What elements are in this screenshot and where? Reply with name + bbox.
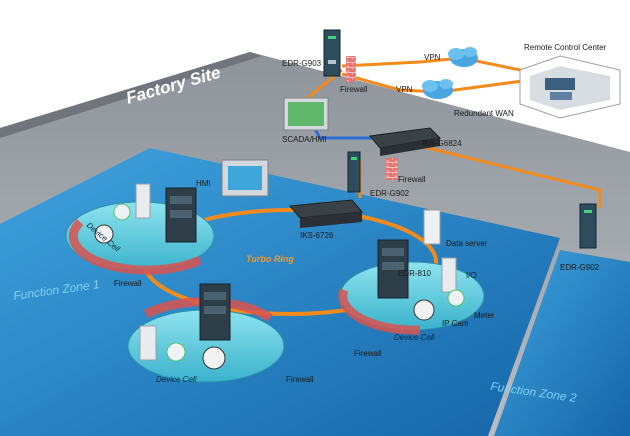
iks-g6824-icon (369, 127, 442, 156)
iks-6726-icon (289, 199, 363, 228)
cell-left-io-icon (135, 183, 151, 219)
vpn-cloud-1-icon (448, 47, 478, 67)
top-firewall-label: Firewall (340, 85, 368, 94)
hmi-icon (221, 159, 269, 197)
floor-edge (0, 52, 262, 138)
hmi-label: HMI (196, 179, 211, 188)
ip-cam-icon (413, 299, 435, 321)
cell-right-label: Device Cell (394, 333, 435, 342)
edr-g902-right-icon (579, 203, 597, 249)
cell-left-meter-icon (113, 203, 131, 221)
wan-link-1 (341, 56, 531, 74)
scada-label: SCADA/HMI (282, 135, 326, 144)
center-firewall-icon (386, 158, 398, 180)
io-label: I/O (466, 271, 477, 280)
uplink-right (419, 144, 602, 208)
iks-g6824-label: IKS-G6824 (422, 139, 462, 148)
cell-right-firewall-label: Firewall (354, 349, 382, 358)
cell-left-camera-icon (94, 224, 114, 244)
redundant-wan-label: Redundant WAN (454, 109, 514, 118)
cell-left-firewall-label: Firewall (114, 279, 142, 288)
cell-bottom-firewall-label: Firewall (286, 375, 314, 384)
data-server-label: Data server (446, 239, 488, 248)
iks-6726-label: IKS-6726 (300, 231, 334, 240)
vpn-1-label: VPN (424, 53, 441, 62)
edr-g902-center-icon (347, 151, 361, 193)
meter-icon (447, 289, 465, 307)
meter-label: Meter (474, 311, 495, 320)
function-zone-2 (494, 250, 630, 436)
io-icon (441, 257, 457, 293)
top-firewall-icon (346, 56, 356, 82)
edr-g903-icon (323, 29, 341, 77)
edr-g903-label: EDR-G903 (282, 59, 322, 68)
cell-bottom-camera-icon (202, 346, 226, 370)
cell-bottom-io-icon (139, 325, 157, 361)
ip-cam-label: IP Cam (442, 319, 469, 328)
scada-hmi-icon (283, 97, 329, 131)
turbo-ring-label: Turbo Ring (246, 254, 294, 264)
edr-810-label: EDR-810 (398, 269, 431, 278)
remote-control-center-icon (519, 55, 621, 119)
cell-bottom-meter-icon (166, 342, 186, 362)
cell-right-firewall-icon (338, 288, 421, 335)
edr-g902-center-label: EDR-G902 (370, 189, 410, 198)
vpn-2-label: VPN (396, 85, 413, 94)
edr-g902-right-label: EDR-G902 (560, 263, 600, 272)
wan-link-2 (341, 72, 531, 94)
cell-left-switch-icon (165, 187, 197, 243)
cell-bottom-label: Device Cell (156, 375, 197, 384)
edr-810-icon (377, 239, 409, 299)
center-firewall-label: Firewall (398, 175, 426, 184)
cell-left-firewall-icon (68, 218, 202, 275)
data-server-icon (423, 209, 441, 245)
vpn-cloud-2-icon (422, 79, 453, 99)
cell-bottom-switch-icon (199, 283, 231, 341)
remote-center-label: Remote Control Center (524, 43, 607, 52)
